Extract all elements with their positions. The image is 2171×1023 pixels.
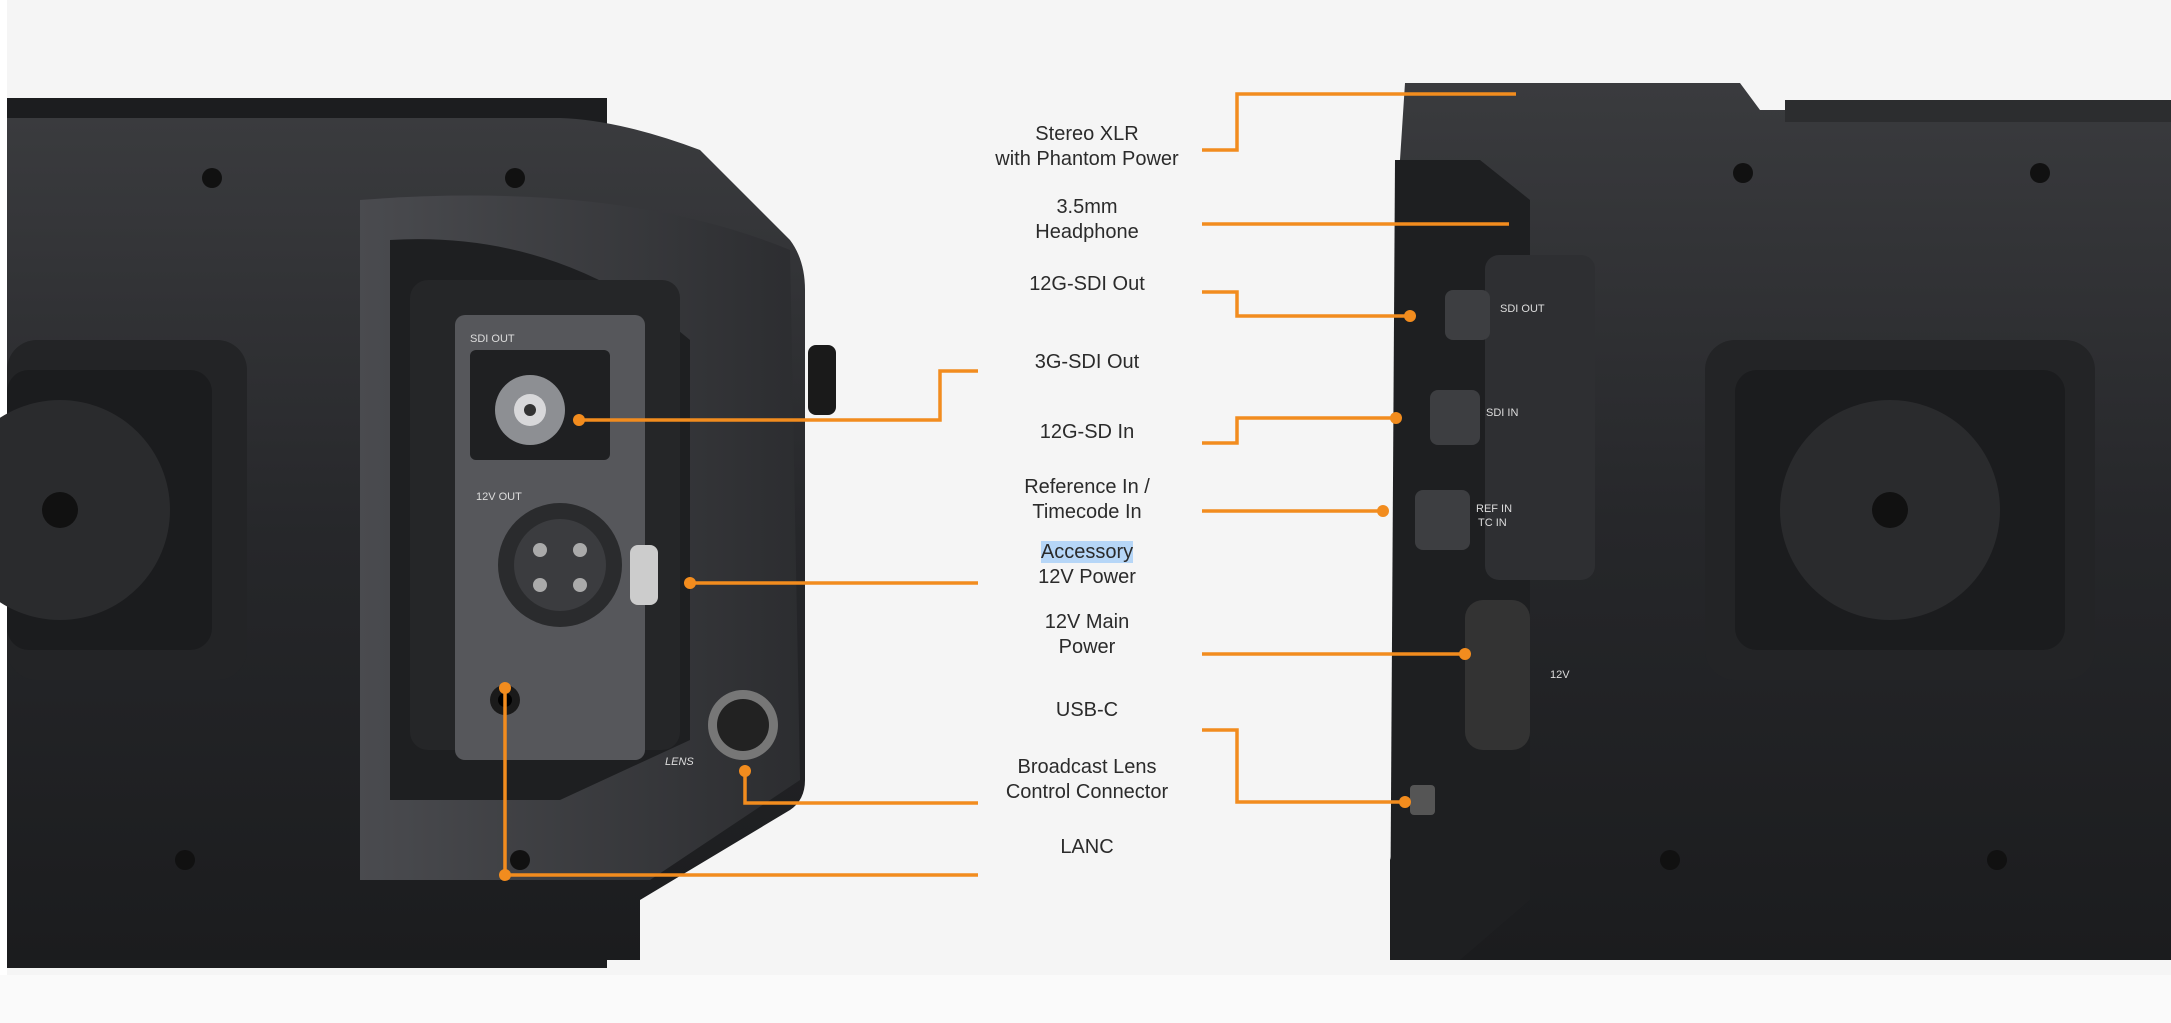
right-tc-in-label: TC IN xyxy=(1478,517,1507,529)
callout-text: 12V Power xyxy=(1038,566,1136,588)
callout-text: Timecode In xyxy=(1032,501,1142,523)
callout-12g-sdi-in: 12G-SD In xyxy=(937,420,1237,445)
callout-reference-in: Reference In / Timecode In xyxy=(937,475,1237,525)
left-camera: SDI OUT 12V OUT LENS xyxy=(0,98,836,968)
left-sdi-out-label: SDI OUT xyxy=(470,333,515,345)
callout-text: LANC xyxy=(1060,836,1114,858)
callout-text: Broadcast Lens xyxy=(1017,756,1157,778)
callout-text: USB-C xyxy=(1055,699,1119,721)
callout-accessory-power: Accessory 12V Power xyxy=(937,540,1237,590)
callout-text-selected: Accessory xyxy=(1040,541,1134,563)
callout-text: 3G-SDI Out xyxy=(1034,351,1140,373)
callout-text: Headphone xyxy=(1035,221,1139,243)
right-camera: SDI OUT SDI IN REF IN TC IN 12V xyxy=(1390,83,2171,960)
right-sdi-out-label: SDI OUT xyxy=(1500,303,1545,315)
line-usb-c xyxy=(1202,728,1405,804)
callout-lines xyxy=(503,92,1516,877)
usb-c-port xyxy=(1410,785,1435,815)
callout-text: Stereo XLR xyxy=(1035,123,1139,145)
right-port-panel xyxy=(1485,255,1595,580)
callout-12g-sdi-out: 12G-SDI Out xyxy=(937,272,1237,297)
line-broadcast-lens xyxy=(743,771,978,805)
left-lens-label: LENS xyxy=(665,756,694,768)
line-3g-sdi-out xyxy=(579,369,978,422)
callout-text: 12G-SDI Out xyxy=(1029,273,1145,295)
callout-text: Control Connector xyxy=(1005,781,1169,803)
callout-text: Reference In / xyxy=(1024,476,1150,498)
line-stereo-xlr xyxy=(1202,92,1516,152)
line-12g-sdi-out xyxy=(1202,290,1410,318)
callout-text: 12V Main xyxy=(1044,611,1130,633)
right-12v-label: 12V xyxy=(1550,669,1570,681)
right-sdi-in-label: SDI IN xyxy=(1486,407,1518,419)
callout-lanc: LANC xyxy=(937,835,1237,860)
line-12g-sdi-in xyxy=(1202,416,1396,445)
callout-text: Power xyxy=(1058,636,1116,658)
callout-usb-c: USB-C xyxy=(937,698,1237,723)
page-bottom-strip xyxy=(0,975,2171,1023)
xlr-main-power xyxy=(1465,600,1530,750)
callout-3g-sdi-out: 3G-SDI Out xyxy=(937,350,1237,375)
callout-stereo-xlr: Stereo XLR with Phantom Power xyxy=(937,122,1237,172)
callout-text: 3.5mm xyxy=(1056,196,1118,218)
right-ref-in-label: REF IN xyxy=(1476,503,1512,515)
callout-text: with Phantom Power xyxy=(995,148,1179,170)
callout-dots xyxy=(499,310,1471,881)
left-12v-out-label: 12V OUT xyxy=(476,491,522,503)
callout-text: 12G-SD In xyxy=(1039,421,1135,443)
